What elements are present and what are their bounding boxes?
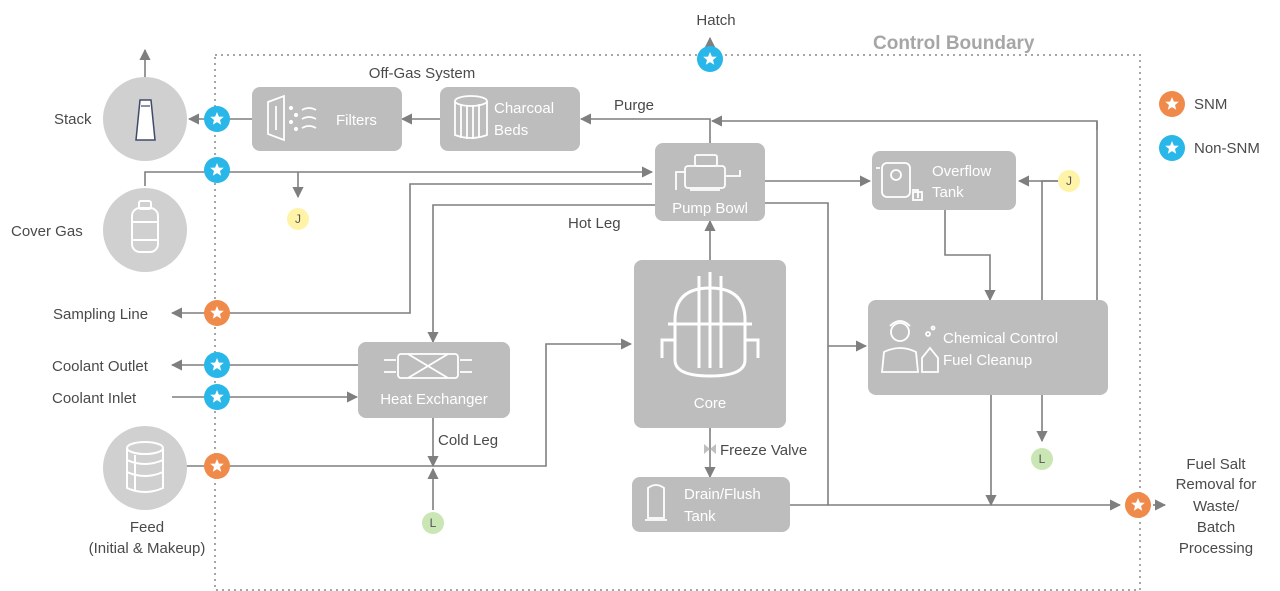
svg-text:L: L — [1039, 452, 1046, 466]
overflow-tank-icon — [876, 162, 923, 201]
cold-leg-label: Cold Leg — [438, 432, 498, 449]
sampling-line-label: Sampling Line — [53, 306, 148, 323]
heat-exchanger-box: Heat Exchanger — [358, 342, 510, 418]
freeze-valve-icon — [704, 444, 716, 454]
core-box: Core — [634, 260, 786, 428]
off-gas-system-label: Off-Gas System — [369, 65, 475, 82]
charcoal-beds-icon — [454, 95, 488, 139]
gas-cylinder-icon — [131, 200, 159, 253]
feed-label-1: Feed — [130, 519, 164, 536]
heat-exchanger-icon — [384, 353, 472, 379]
freeze-valve-label: Freeze Valve — [720, 442, 807, 459]
junction-l-chemical: L — [1031, 448, 1053, 470]
container-stack-icon — [126, 441, 164, 493]
overflow-tank-label-2: Tank — [932, 184, 964, 201]
cover-gas-label: Cover Gas — [11, 223, 83, 240]
reactor-core-icon — [660, 272, 760, 378]
scientist-icon — [881, 320, 939, 373]
legend: SNM Non-SNM — [1159, 91, 1260, 161]
svg-text:L: L — [430, 516, 437, 530]
purge-label: Purge — [614, 97, 654, 114]
chemical-control-label-2: Fuel Cleanup — [943, 352, 1032, 369]
hot-leg-label: Hot Leg — [568, 215, 621, 232]
chemical-control-label-1: Chemical Control — [943, 330, 1058, 347]
svg-text:J: J — [295, 212, 301, 226]
filters-box: Filters — [252, 87, 402, 151]
filters-label: Filters — [336, 112, 377, 129]
stack-node — [103, 77, 187, 161]
coolant-inlet-label: Coolant Inlet — [52, 390, 137, 407]
svg-text:Non-SNM: Non-SNM — [1194, 140, 1260, 157]
control-boundary-title: Control Boundary — [873, 33, 1035, 54]
feed-label-2: (Initial & Makeup) — [89, 540, 206, 557]
charcoal-beds-label-1: Charcoal — [494, 100, 554, 117]
removal-label-5: Processing — [1179, 540, 1253, 557]
svg-text:SNM: SNM — [1194, 96, 1227, 113]
filter-icon — [267, 94, 317, 142]
pump-bowl-box: Pump Bowl — [655, 143, 765, 221]
junction-j-overflow: J — [1058, 170, 1080, 192]
drain-flush-tank-box: Drain/Flush Tank — [632, 477, 790, 532]
tank-icon — [645, 484, 667, 521]
pump-bowl-label: Pump Bowl — [672, 200, 748, 217]
core-label: Core — [694, 395, 727, 412]
non-snm-markers — [204, 46, 723, 410]
removal-label-1: Fuel Salt — [1186, 456, 1246, 473]
drain-flush-label-1: Drain/Flush — [684, 486, 761, 503]
overflow-tank-label-1: Overflow — [932, 163, 991, 180]
charcoal-beds-label-2: Beds — [494, 122, 528, 139]
hatch-label: Hatch — [696, 12, 735, 29]
removal-label-2: Removal for — [1176, 476, 1257, 493]
stack-label: Stack — [54, 111, 92, 128]
charcoal-beds-box: Charcoal Beds — [440, 87, 580, 151]
stack-icon — [135, 99, 156, 141]
flow-lines — [139, 36, 1167, 511]
pump-icon — [675, 154, 741, 191]
junction-j-cover-gas: J — [287, 208, 309, 230]
legend-item-snm: SNM — [1159, 91, 1227, 117]
svg-text:J: J — [1066, 174, 1072, 188]
heat-exchanger-label: Heat Exchanger — [380, 391, 488, 408]
overflow-tank-box: Overflow Tank — [872, 151, 1016, 210]
legend-item-non-snm: Non-SNM — [1159, 135, 1260, 161]
removal-label-4: Batch — [1197, 519, 1235, 536]
snm-markers — [204, 300, 1151, 518]
coolant-outlet-label: Coolant Outlet — [52, 358, 149, 375]
cover-gas-node — [103, 188, 187, 272]
feed-node — [103, 426, 187, 510]
removal-label-3: Waste/ — [1193, 498, 1240, 515]
chemical-control-box: Chemical Control Fuel Cleanup — [868, 300, 1108, 395]
junction-l-cold-leg: L — [422, 512, 444, 534]
drain-flush-label-2: Tank — [684, 508, 716, 525]
